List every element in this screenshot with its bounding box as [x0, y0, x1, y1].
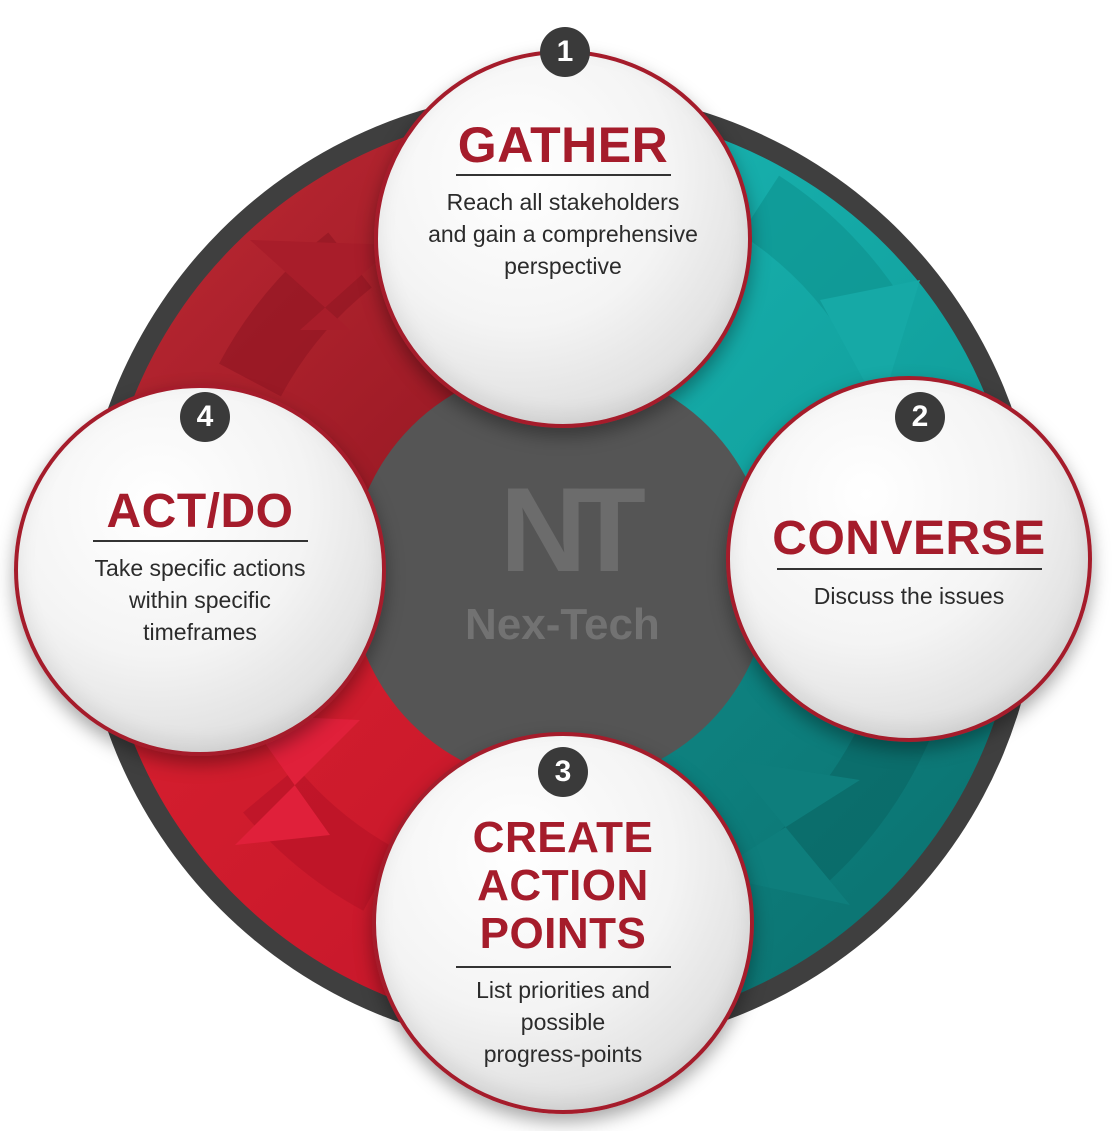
nex-tech-logo: NT Nex-Tech	[440, 470, 680, 670]
step-1-badge: 1	[540, 27, 590, 77]
step-2-title: CONVERSE	[772, 512, 1046, 565]
step-2-badge: 2	[895, 392, 945, 442]
step-4-rule	[92, 540, 308, 542]
step-3-desc-line: possible	[520, 1009, 606, 1035]
step-gather: GATHER Reach all stakeholders and gain a…	[374, 50, 752, 428]
arrow-create-to-act	[235, 715, 398, 911]
step-1-title: GATHER	[457, 117, 669, 173]
step-3-title: CREATE ACTION POINTS	[473, 814, 654, 958]
center-circle	[350, 365, 770, 785]
step-4-desc-line: timeframes	[143, 619, 257, 645]
step-2-description: Discuss the issues	[814, 580, 1004, 612]
step-3-badge: 3	[538, 747, 588, 797]
step-3-desc-line: progress-points	[483, 1041, 643, 1067]
step-3-title-line: CREATE	[472, 813, 654, 862]
step-2-rule	[776, 568, 1042, 570]
step-3-title-line: POINTS	[479, 909, 647, 958]
step-1-desc-line: Reach all stakeholders	[446, 189, 680, 215]
step-3-rule	[455, 966, 671, 968]
step-1-desc-line: perspective	[504, 253, 622, 279]
step-3-description: List priorities and possible progress-po…	[476, 974, 650, 1070]
step-4-desc-line: Take specific actions	[94, 555, 306, 581]
step-1-rule	[455, 174, 671, 176]
step-4-description: Take specific actions within specific ti…	[95, 552, 306, 648]
step-4-title: ACT/DO	[106, 485, 294, 538]
step-4-badge: 4	[180, 392, 230, 442]
arrow-gather-to-converse	[740, 175, 920, 410]
step-1-desc-line: and gain a comprehensive	[428, 221, 698, 247]
step-act-do: ACT/DO Take specific actions within spec…	[14, 384, 386, 756]
logo-mark: NT	[500, 463, 646, 597]
step-2-desc-line: Discuss the issues	[813, 583, 1005, 609]
arrow-act-to-gather	[219, 232, 395, 397]
step-4-desc-line: within specific	[129, 587, 271, 613]
step-3-title-line: ACTION	[477, 861, 649, 910]
step-3-desc-line: List priorities and	[476, 977, 650, 1003]
logo-wordmark: Nex-Tech	[465, 600, 660, 649]
step-1-description: Reach all stakeholders and gain a compre…	[428, 186, 698, 282]
